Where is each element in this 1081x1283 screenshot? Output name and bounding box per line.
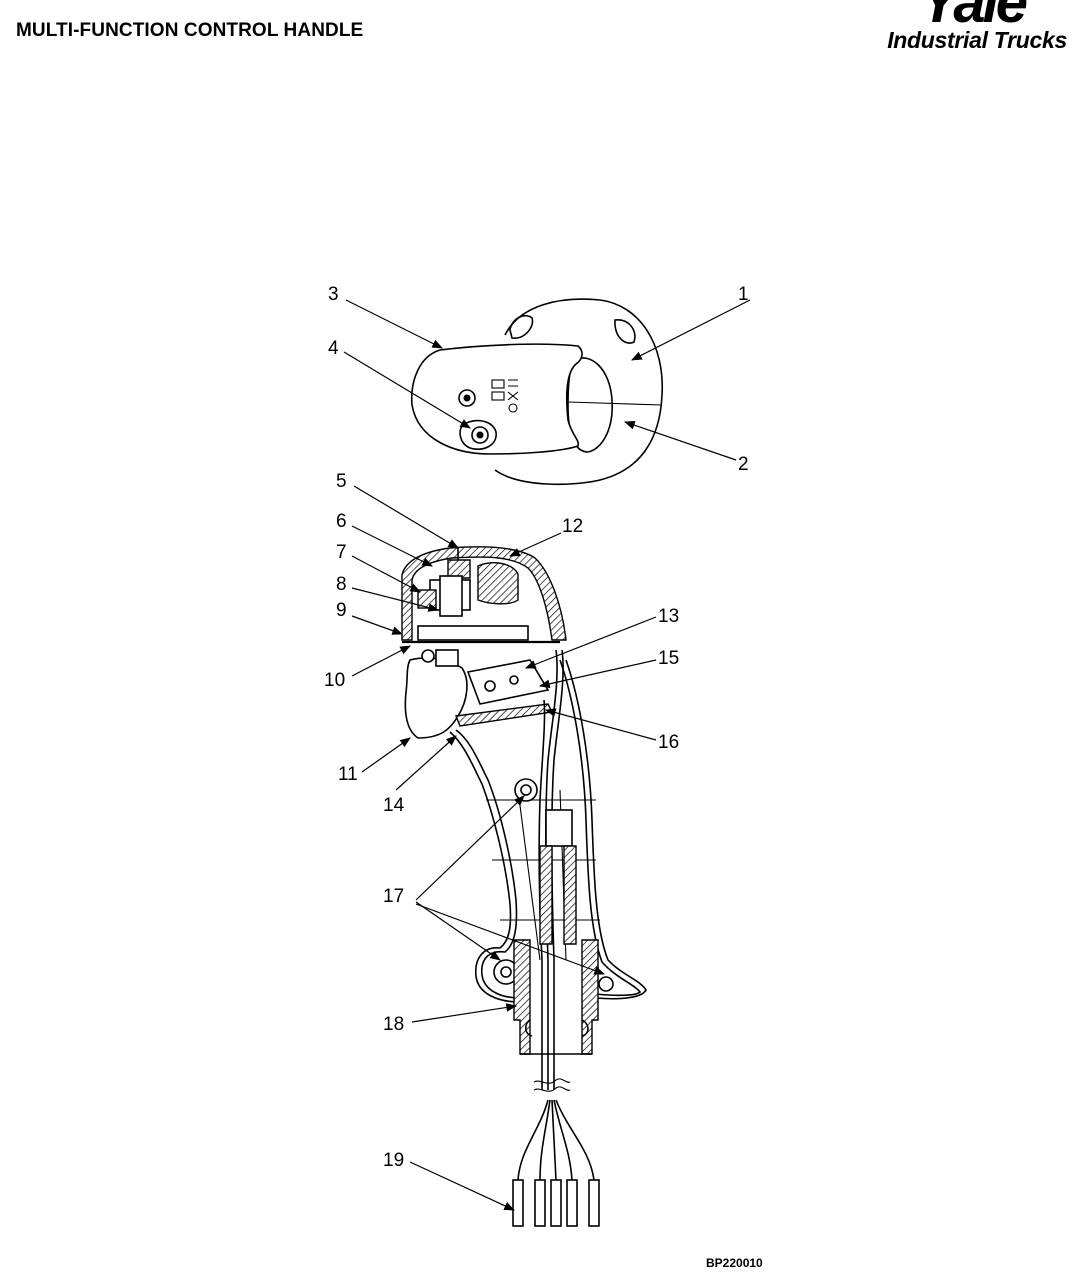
callout-18: 18 xyxy=(383,1014,404,1035)
leader-lines xyxy=(343,299,751,1211)
page-title: MULTI-FUNCTION CONTROL HANDLE xyxy=(16,20,364,41)
brand-subtitle: Industrial Trucks xyxy=(887,27,1067,53)
callout-12: 12 xyxy=(562,516,583,537)
figure-code: BP220010 xyxy=(706,1256,763,1270)
side-cover xyxy=(410,343,583,455)
callout-3: 3 xyxy=(328,284,339,305)
wire-leads xyxy=(512,1099,600,1227)
callout-2: 2 xyxy=(738,454,749,475)
callouts: 1 2 3 4 5 6 7 8 9 10 11 12 13 14 15 16 1… xyxy=(324,284,749,1171)
callout-17: 17 xyxy=(383,886,404,907)
brand-logo-mark: Yale xyxy=(919,0,1028,35)
screw-upper xyxy=(458,389,476,407)
grip-body xyxy=(455,729,521,999)
callout-15: 15 xyxy=(658,648,679,669)
callout-4: 4 xyxy=(328,338,339,359)
callout-1: 1 xyxy=(738,284,749,305)
callout-9: 9 xyxy=(336,600,347,621)
callout-5: 5 xyxy=(336,471,347,492)
callout-13: 13 xyxy=(658,606,679,627)
trigger xyxy=(404,657,468,739)
callout-16: 16 xyxy=(658,732,679,753)
callout-14: 14 xyxy=(383,795,405,816)
cover-marking xyxy=(491,379,519,413)
callout-11: 11 xyxy=(338,764,358,785)
knob-assembly xyxy=(410,298,663,485)
knob-insert xyxy=(567,357,613,453)
callout-10: 10 xyxy=(324,670,345,691)
brand-logo: Yale Industrial Trucks xyxy=(857,0,1067,52)
callout-8: 8 xyxy=(336,574,347,595)
boss-lower-right xyxy=(598,976,614,992)
callout-7: 7 xyxy=(336,542,347,563)
boss-lower-left xyxy=(493,959,519,985)
callout-19: 19 xyxy=(383,1150,404,1171)
handle-section xyxy=(401,546,647,1227)
callout-6: 6 xyxy=(336,511,347,532)
mounting-nut xyxy=(513,939,531,1055)
boss-upper xyxy=(514,778,538,802)
